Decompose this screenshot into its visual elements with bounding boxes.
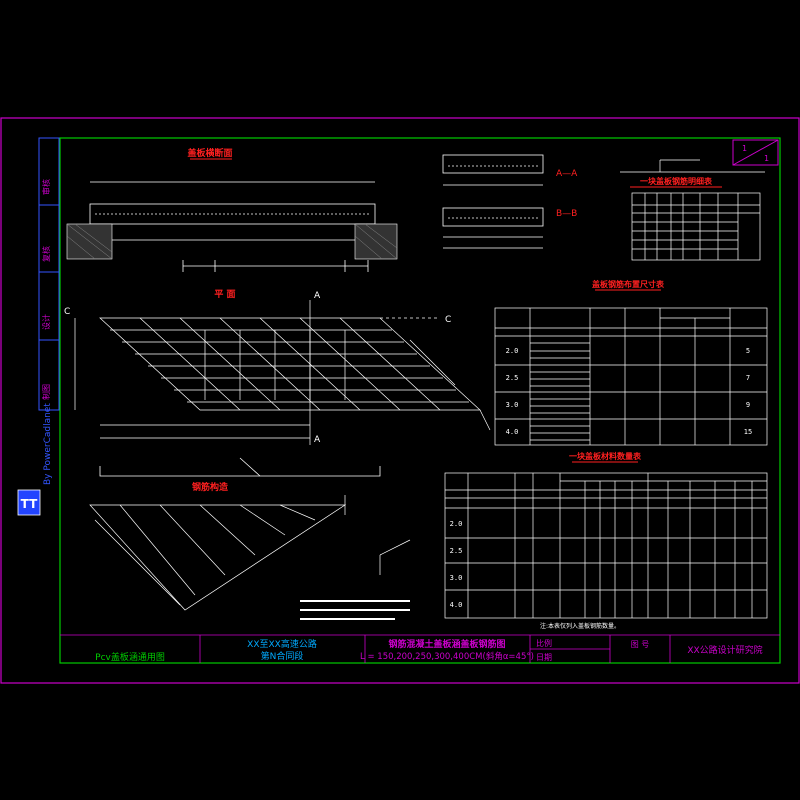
rebar-detail-view: [89, 495, 411, 611]
table3-title: 一块盖板材料数量表: [569, 451, 642, 461]
table2-title: 盖板钢筋布置尺寸表: [592, 279, 665, 289]
rebar-detail-title: 钢筋构造: [192, 481, 229, 493]
table2-r-3: 9: [746, 401, 750, 409]
title-block: [60, 634, 780, 663]
table3-l-3: 3.0: [450, 574, 463, 582]
section-bb-label: B—B: [556, 209, 577, 219]
date-label: 日期: [536, 653, 552, 662]
table2-l-1: 2.0: [506, 347, 519, 355]
table1-grid: [620, 159, 765, 261]
plan-label-c-right: C: [445, 315, 451, 325]
side-label-1: 审核: [41, 179, 51, 195]
project-line-1: XX至XX高速公路: [247, 638, 317, 650]
bar-h1-line: [99, 457, 381, 477]
table2-l-2: 2.5: [506, 374, 519, 382]
table3-note: 注:本表仅列入盖板钢筋数量。: [540, 622, 620, 630]
table2-r-1: 5: [746, 347, 750, 355]
table3-grid: [444, 472, 768, 619]
section-aa-view: [442, 154, 544, 249]
institute-name: XX公路设计研究院: [687, 644, 762, 656]
plan-grid: [74, 300, 491, 445]
elevation-view: [89, 181, 376, 272]
plan-label-a-bottom: A: [314, 435, 321, 445]
table3-l-1: 2.0: [450, 520, 463, 528]
watermark-text: By PowerCadlanet: [43, 403, 53, 485]
table2-r-4: 15: [744, 428, 752, 436]
corner-num-1: 1: [742, 144, 747, 153]
logo-box: [17, 489, 41, 516]
drawing-no-label: 图 号: [631, 640, 650, 649]
table2-l-4: 4.0: [506, 428, 519, 436]
plan-label-a-top: A: [314, 291, 321, 301]
left-signature-strip: [38, 137, 60, 411]
corner-mark: [732, 139, 779, 166]
corner-num-2: 1: [764, 154, 769, 163]
table2-r-2: 7: [746, 374, 750, 382]
side-label-4: 制图: [41, 384, 51, 400]
outer-border: [0, 117, 800, 684]
table2-l-3: 3.0: [506, 401, 519, 409]
plan-title: 平 面: [214, 289, 235, 300]
drawing-frame: [59, 137, 781, 664]
subtitle: L = 150,200,250,300,400CM(斜角α=45°): [360, 651, 534, 662]
left-note: Pcv盖板涵通用图: [95, 651, 165, 663]
project-line-2: 第N合同段: [261, 650, 304, 662]
section-aa-label: A—A: [556, 169, 578, 179]
table3-l-4: 4.0: [450, 601, 463, 609]
logo-text: TT: [21, 497, 38, 511]
scale-label: 比例: [536, 638, 552, 648]
elevation-abutments: [66, 223, 398, 260]
main-title: 钢筋混凝土盖板涵盖板钢筋图: [388, 638, 505, 650]
side-label-3: 设计: [41, 314, 51, 330]
notes-block: [300, 600, 410, 620]
plan-label-c-left: C: [64, 307, 70, 317]
side-label-2: 复核: [41, 246, 51, 262]
table1-title: 一块盖板钢筋明细表: [640, 176, 713, 186]
elevation-title: 盖板横断面: [187, 147, 232, 159]
table3-l-2: 2.5: [450, 547, 463, 555]
table2-grid: [494, 307, 768, 446]
